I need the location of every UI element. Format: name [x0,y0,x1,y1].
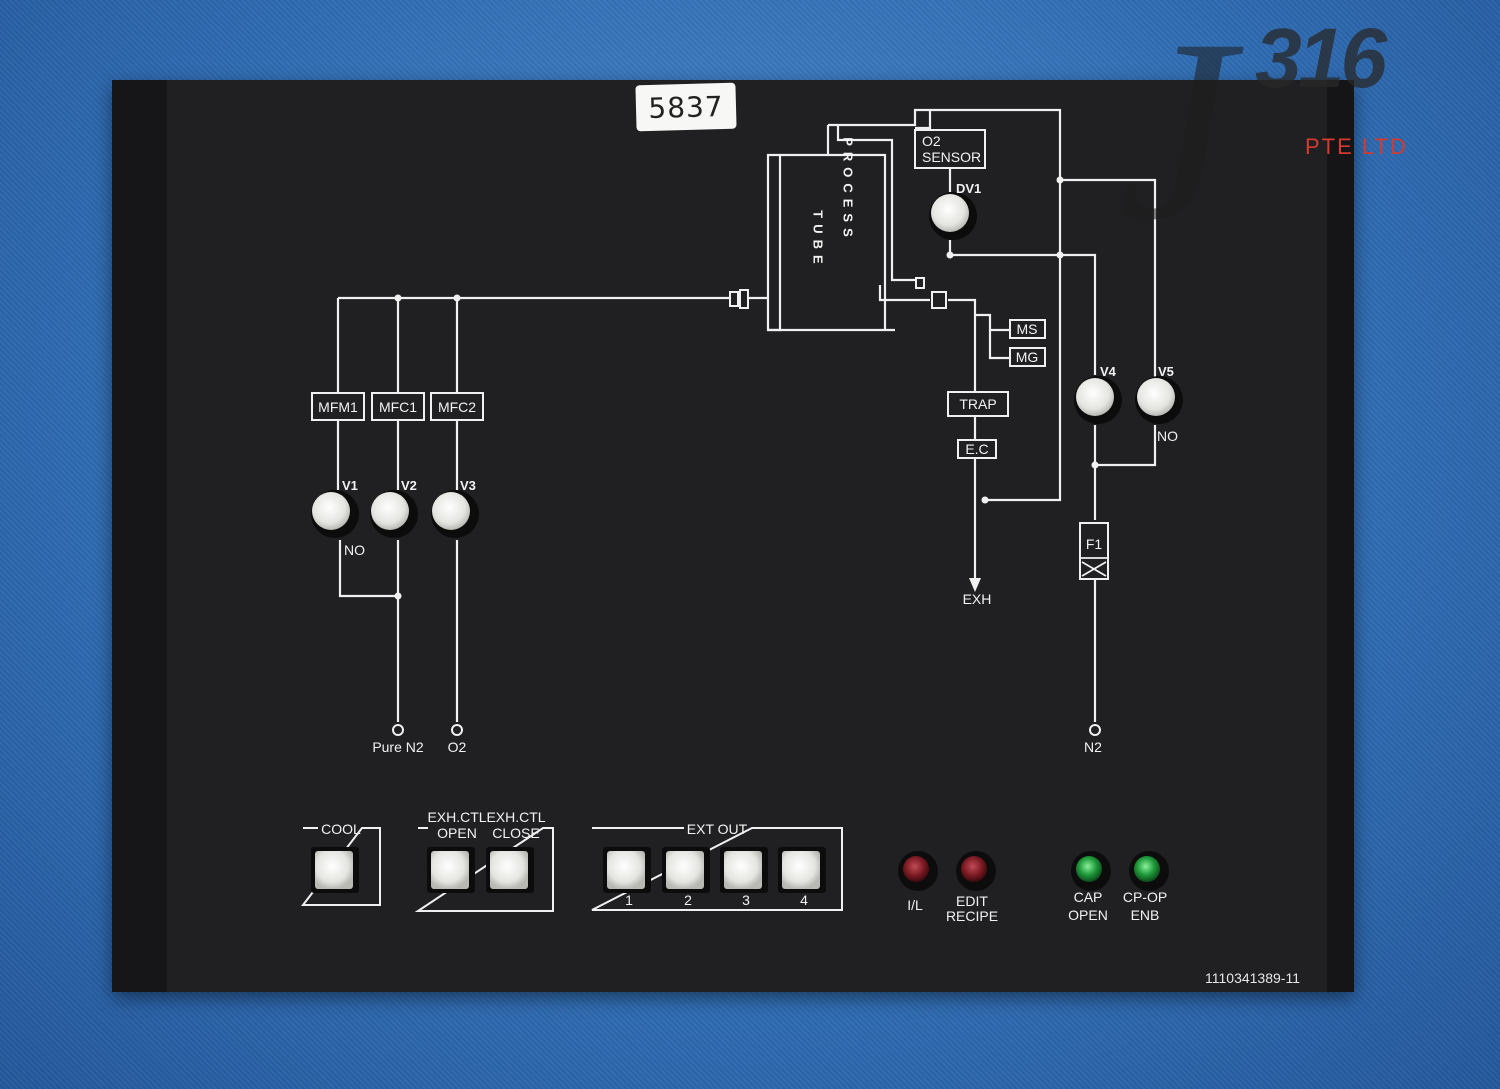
exh-ctl-group: EXH.CTL OPEN EXH.CTL CLOSE [414,809,554,912]
exh-close-line1: EXH.CTL [486,809,545,825]
pipe-lines [336,108,1157,722]
watermark-company: PTE LTD [1305,134,1408,159]
o2-sensor-line1: O2 [922,133,941,149]
valve-v1-note: NO [344,542,365,558]
exh-open-line1: EXH.CTL [427,809,486,825]
valve-v5-note: NO [1157,428,1178,444]
inventory-sticker: 5837 [635,82,737,132]
control-panel [112,80,1354,992]
ec-label: E.C [965,441,988,457]
ext-out-title: EXT OUT [687,821,748,837]
indicator-cpop-line1: CP-OP [1123,889,1167,905]
exhaust-arrow-icon [969,578,981,592]
serial-number: 1110341389-11 [1205,970,1300,986]
process-tube-label: PROCESS TUBE [811,137,856,269]
ext-out-button-3[interactable] [720,847,768,893]
valve-v2-button[interactable] [370,490,418,538]
panel-face [167,80,1327,992]
gas-ports [392,724,1101,736]
valve-v3-label: V3 [460,478,476,493]
valve-v2-label: V2 [401,478,417,493]
watermark-logo-text: 316 [1255,11,1387,105]
ms-label: MS [1017,321,1038,337]
valve-v4-button[interactable] [1074,376,1122,424]
process-tube-word-process: PROCESS [841,137,856,243]
mg-label: MG [1016,349,1039,365]
mfc1-label: MFC1 [379,399,417,415]
ext-out-label-2: 2 [684,892,692,908]
tube-connectors [729,277,947,309]
valve-v5-label: V5 [1158,364,1174,379]
o2-sensor-box: O2 SENSOR [914,129,986,169]
indicator-edit-recipe-lamp [956,851,996,891]
valve-dv1-button[interactable] [929,192,977,240]
flow-controllers: MFM1 MFC1 MFC2 [311,392,484,421]
valve-v1-label: V1 [342,478,358,493]
ext-out-label-4: 4 [800,892,808,908]
cool-button[interactable] [311,847,359,893]
ext-out-button-2[interactable] [662,847,710,893]
trap-label: TRAP [959,396,996,412]
mfm1-label: MFM1 [318,399,358,415]
watermark-logo-j: J [1118,0,1234,274]
panel-left-edge [112,80,167,992]
indicator-cp-op-enb-lamp [1129,851,1169,891]
ext-out-label-1: 1 [625,892,633,908]
valve-dv1-label: DV1 [956,181,981,196]
exh-close-line2: CLOSE [492,825,539,841]
ext-out-button-1[interactable] [603,847,651,893]
valve-v3-button[interactable] [431,490,479,538]
cool-group-title: COOL [321,821,361,837]
port-pure-n2-label: Pure N2 [372,739,424,755]
indicator-cap-line2: OPEN [1068,907,1108,923]
indicator-cap-open-lamp [1071,851,1111,891]
port-exh-label: EXH [963,591,992,607]
indicator-edit-line1: EDIT [956,893,988,909]
indicator-cap-line1: CAP [1074,889,1103,905]
process-tube-word-tube: TUBE [811,210,826,269]
pipe-junctions [394,176,1099,600]
mfc2-label: MFC2 [438,399,476,415]
ext-out-label-3: 3 [742,892,750,908]
exhaust-components: MS MG TRAP E.C F1 [947,319,1109,580]
exh-open-line2: OPEN [437,825,477,841]
port-n2-label: N2 [1084,739,1102,755]
valve-v1-button[interactable] [311,490,359,538]
valve-v5-button[interactable] [1135,376,1183,424]
valve-v4-label: V4 [1100,364,1117,379]
panel-right-edge [1327,80,1354,992]
o2-sensor-line2: SENSOR [922,149,981,165]
indicator-il-label: I/L [907,897,923,913]
indicator-cpop-line2: ENB [1131,907,1160,923]
exh-ctl-open-button[interactable] [427,847,475,893]
indicator-edit-line2: RECIPE [946,908,998,924]
ext-out-button-4[interactable] [778,847,826,893]
indicator-il-lamp [898,851,938,891]
exh-ctl-close-button[interactable] [486,847,534,893]
port-o2-label: O2 [448,739,467,755]
f1-label: F1 [1086,536,1103,552]
